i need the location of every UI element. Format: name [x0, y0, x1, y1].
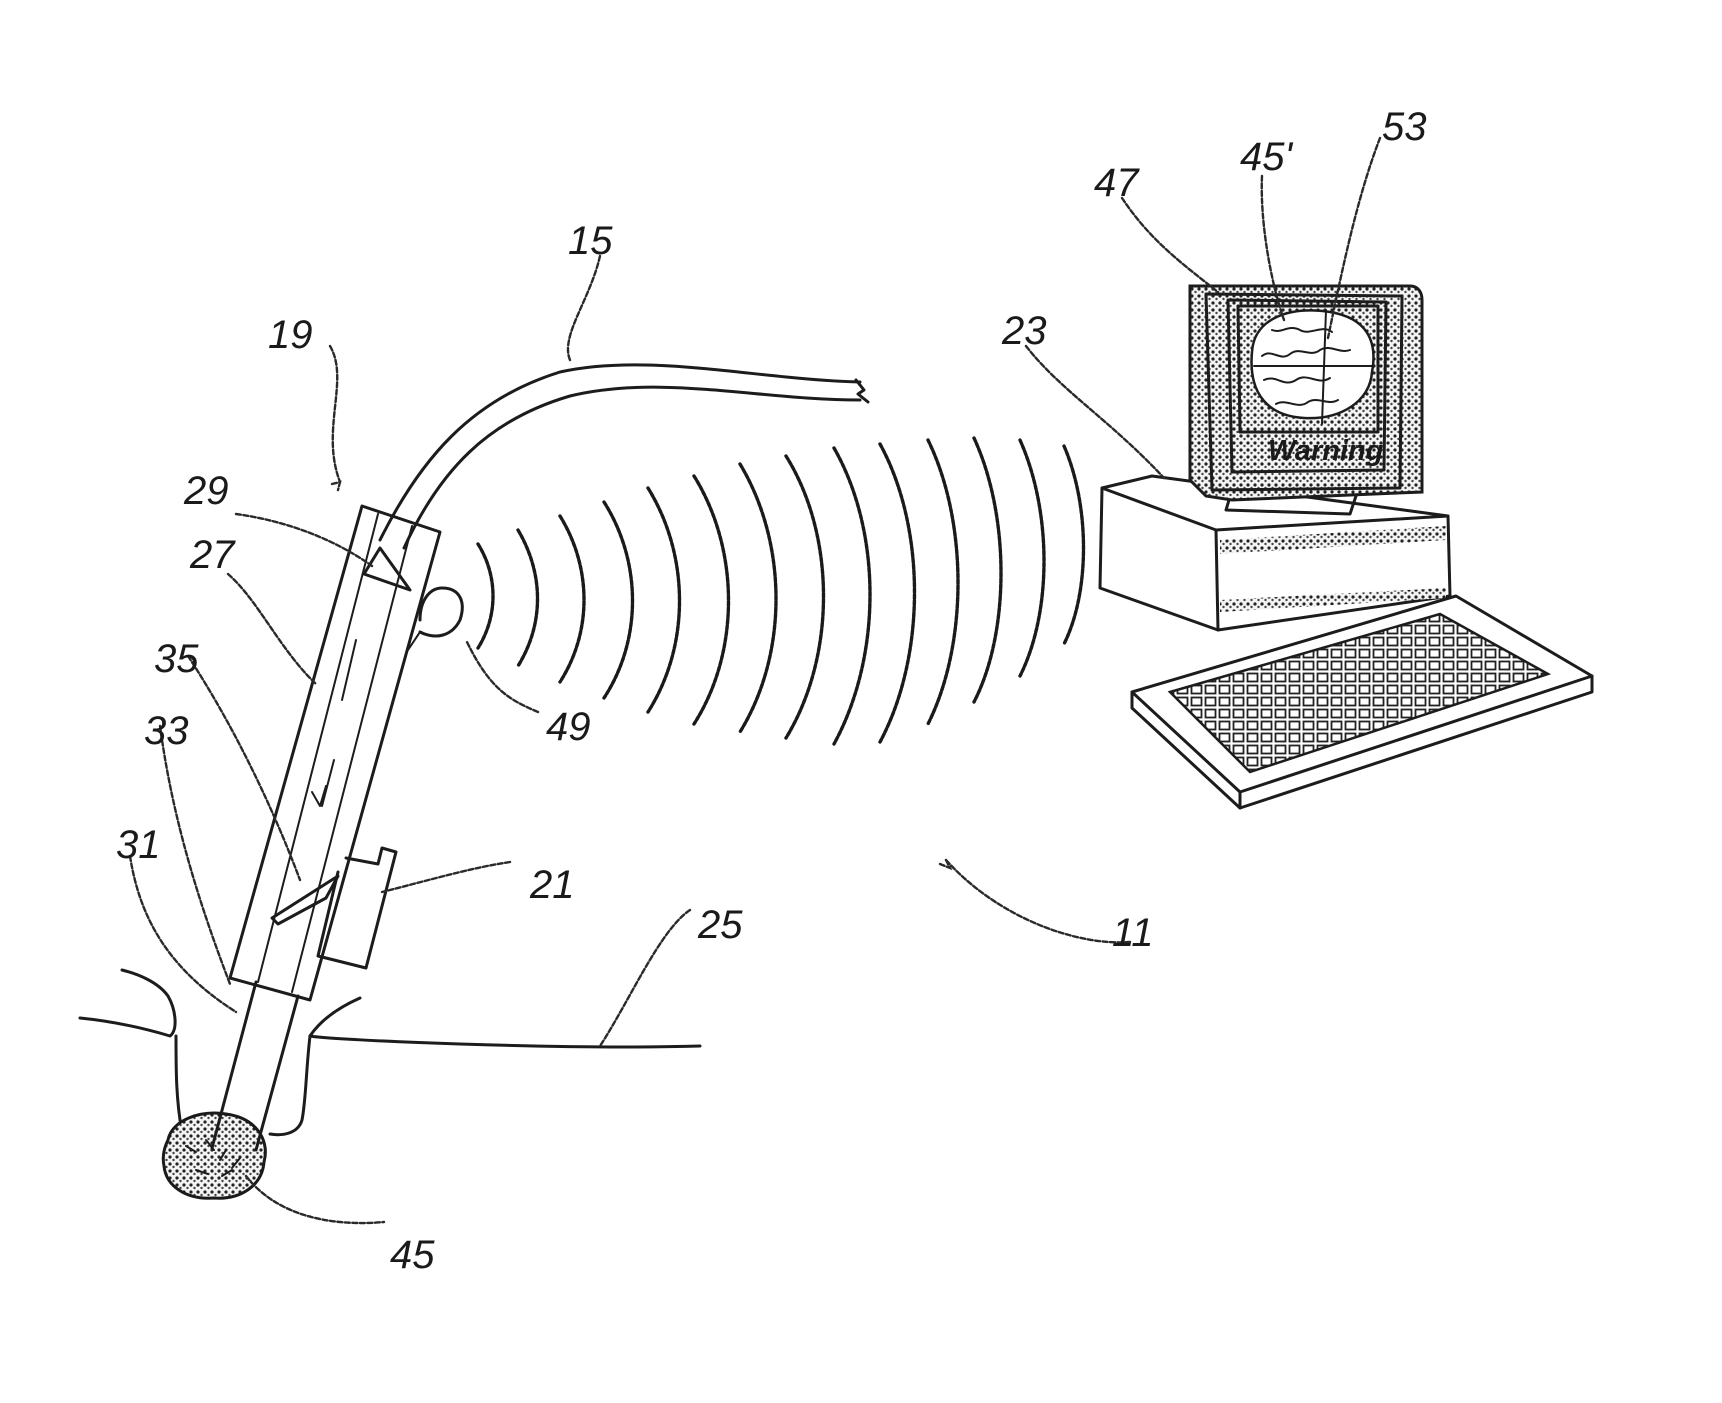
label-47: 47: [1094, 161, 1140, 205]
label-11: 11: [1112, 911, 1154, 955]
label-19: 19: [268, 313, 313, 357]
label-31: 31: [116, 823, 161, 867]
label-45-prime: 45': [1240, 135, 1293, 179]
label-49: 49: [546, 705, 591, 749]
screen-warning-text: Warning: [1268, 435, 1384, 467]
probe-instrument: [212, 365, 868, 1150]
label-25: 25: [697, 903, 743, 947]
label-15: 15: [568, 219, 613, 263]
label-35: 35: [154, 637, 199, 681]
label-27: 27: [189, 533, 236, 577]
label-45: 45: [390, 1233, 435, 1277]
keyboard: [1132, 596, 1592, 808]
label-53: 53: [1382, 105, 1427, 149]
label-29: 29: [183, 469, 229, 513]
label-33: 33: [144, 709, 189, 753]
wireless-signal-waves: [478, 438, 1084, 744]
label-21: 21: [529, 863, 575, 907]
label-23: 23: [1001, 309, 1047, 353]
computer-workstation: Warning: [1100, 286, 1450, 630]
tissue-surface: [80, 970, 700, 1135]
tumor: [163, 1113, 265, 1198]
